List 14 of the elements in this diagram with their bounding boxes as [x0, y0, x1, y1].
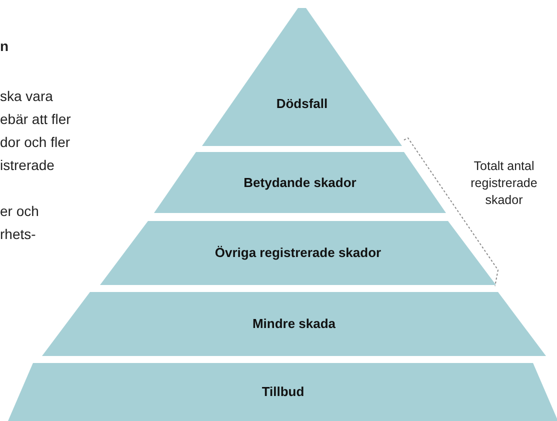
bracket-note: Totalt antal registrerade skador — [470, 158, 538, 209]
layer-label: Övriga registrerade skador — [214, 245, 382, 260]
text-fragment: istrerade — [0, 157, 54, 173]
text-fragment: dor och fler — [0, 134, 70, 150]
layer-label: Dödsfall — [275, 96, 329, 111]
layer-label: Betydande skador — [242, 174, 358, 190]
text-fragment: er och — [0, 203, 39, 219]
layer-label: Tillbud — [260, 384, 306, 399]
pyramid-base-layer — [8, 363, 557, 421]
text-fragment: ebär att fler — [0, 111, 71, 127]
heading-fragment: n — [0, 38, 9, 54]
layer-label: Mindre skada — [251, 316, 337, 331]
text-fragment: rhets- — [0, 226, 36, 242]
text-fragment: ska vara — [0, 88, 53, 104]
